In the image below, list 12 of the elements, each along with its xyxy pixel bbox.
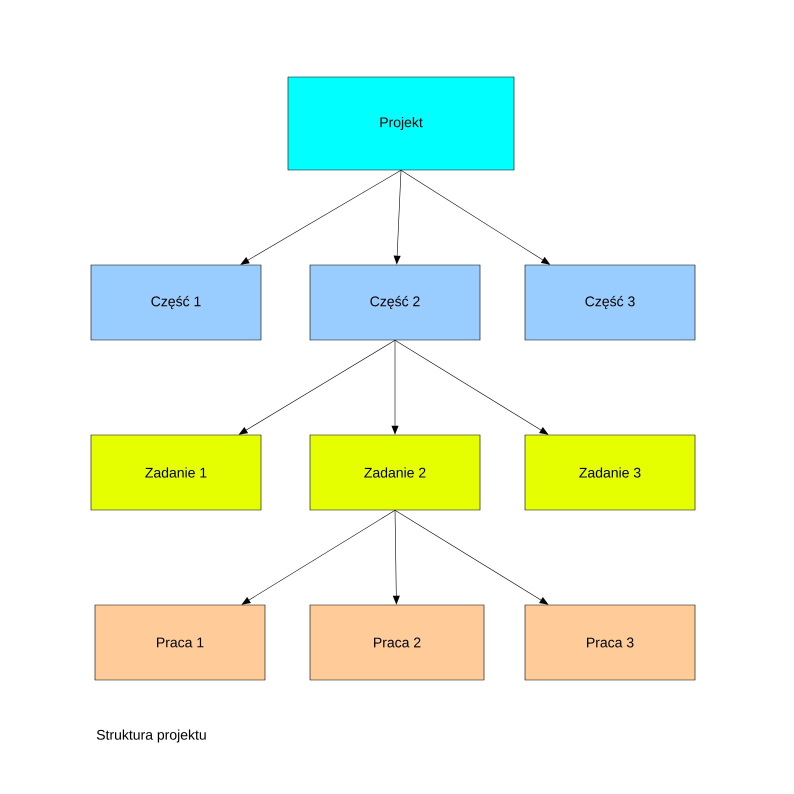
process-box: Zadanie 2 [310, 434, 480, 510]
process-box: Praca 2 [310, 604, 484, 680]
process-box: Część 3 [524, 264, 696, 340]
process-box: Projekt [288, 76, 514, 170]
process-box: Zadanie 3 [524, 434, 696, 510]
arrow [238, 340, 396, 435]
process-box: Część 1 [90, 264, 262, 340]
process-box: Zadanie 1 [90, 434, 262, 510]
caption: Struktura projektu [96, 729, 206, 743]
process-box: Część 2 [310, 264, 480, 340]
process-box: Praca 1 [94, 604, 266, 680]
process-box: Praca 3 [524, 604, 696, 680]
